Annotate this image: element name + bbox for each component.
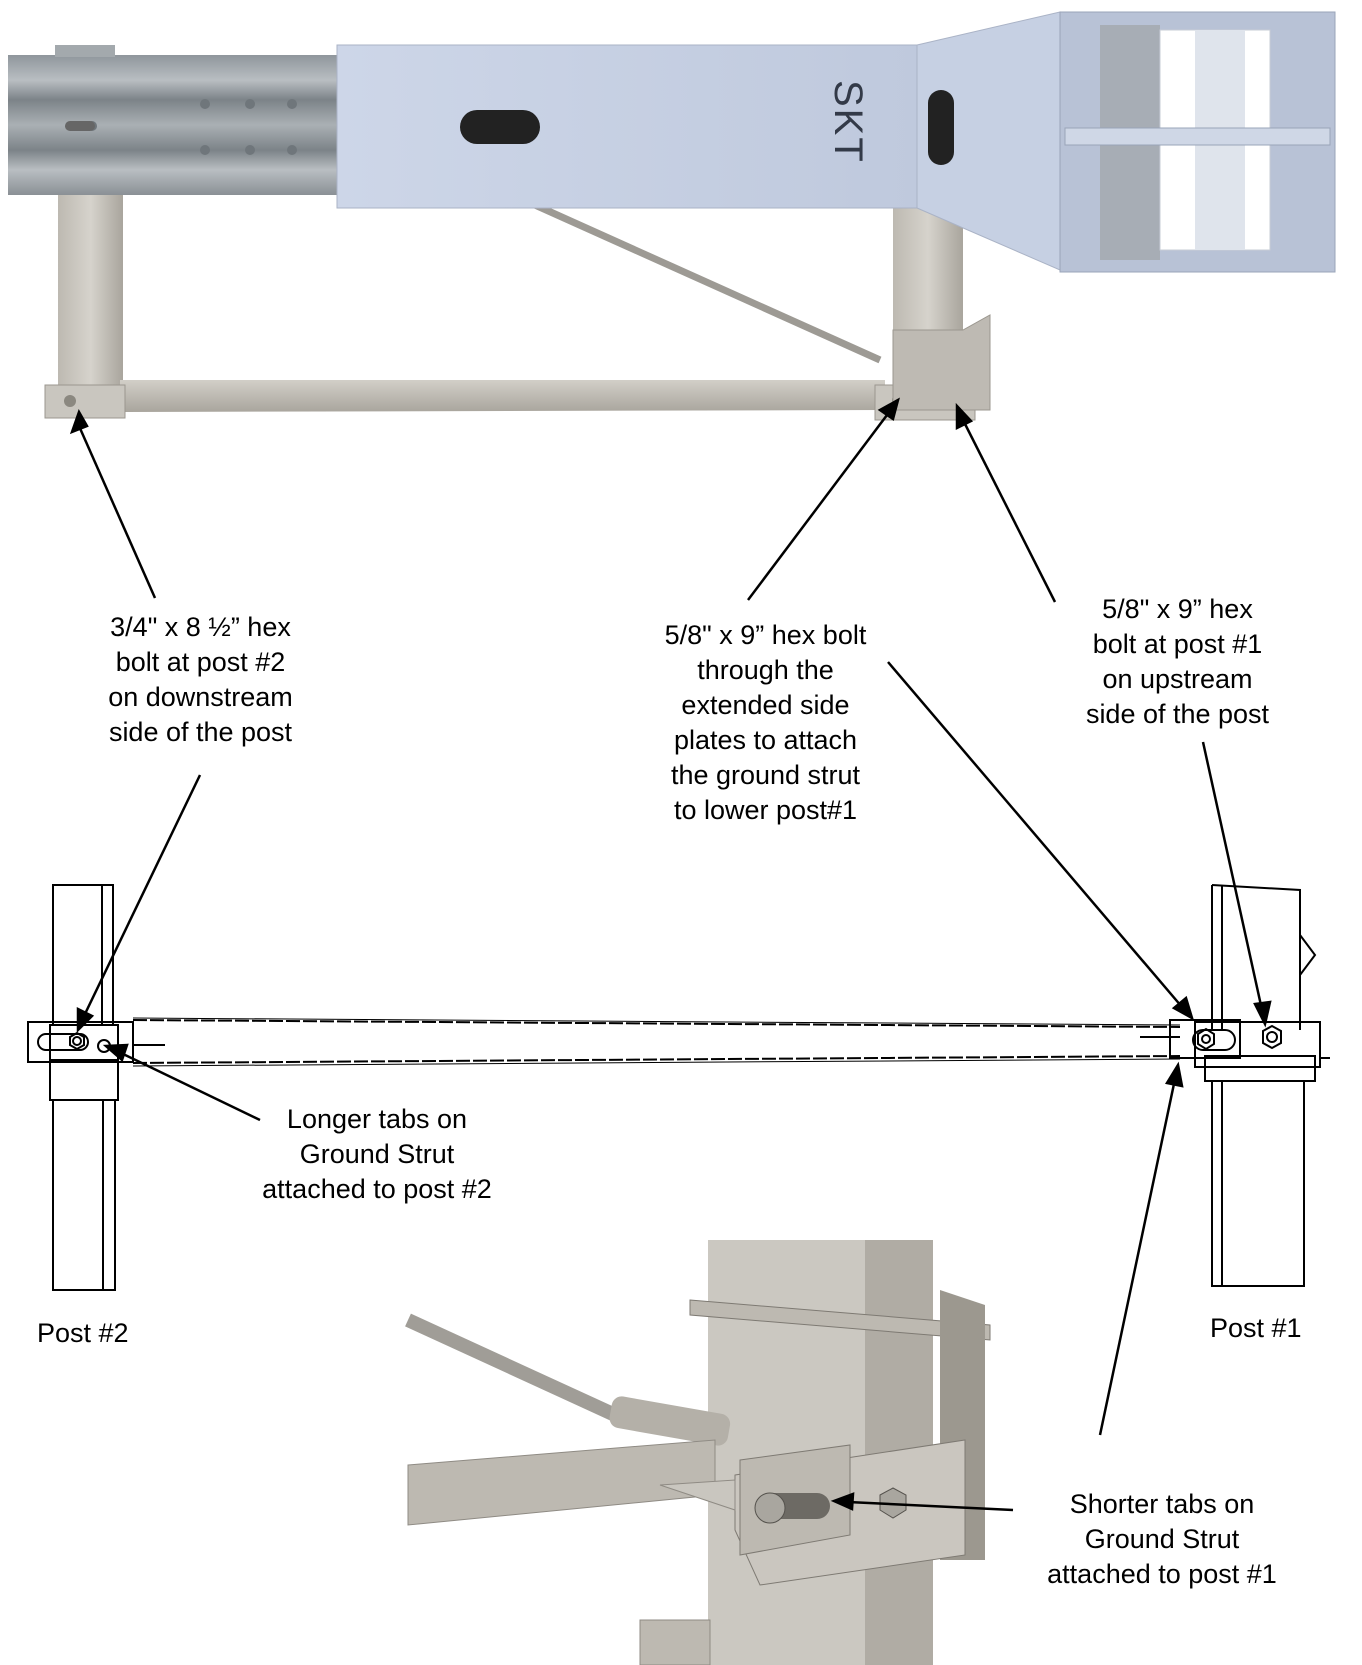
post-1-hex-bolt-b — [1262, 1024, 1282, 1050]
plan-drawing — [27, 884, 1330, 1291]
flare-slot — [928, 90, 954, 165]
callout-bolt-side-plates: 5/8" x 9” hex bolt through the extended … — [664, 620, 867, 825]
leader-arrows — [69, 397, 1272, 1512]
callout-bolt-post-2: 3/4" x 8 ½” hex bolt at post #2 on downs… — [108, 612, 293, 747]
post-2-outline — [49, 884, 119, 1291]
callout-longer-tabs: Longer tabs on Ground Strut attached to … — [262, 1104, 492, 1204]
post-2-slot — [37, 1033, 89, 1051]
post-2-render — [58, 195, 123, 390]
closeup-rod — [405, 1313, 618, 1422]
ground-strut-render — [120, 380, 885, 412]
skt-brand-text: SKT — [826, 80, 870, 164]
callout-shorter-tabs: Shorter tabs on Ground Strut attached to… — [1047, 1489, 1277, 1589]
closeup-strut — [407, 1439, 716, 1526]
w-beam-rail — [8, 55, 338, 195]
post-1-outline — [1194, 884, 1330, 1287]
callout-bolt-post-1: 5/8" x 9” hex bolt at post #1 on upstrea… — [1085, 594, 1270, 729]
top-render: SKT — [8, 11, 1336, 421]
post-1-bracket — [1169, 1019, 1241, 1059]
closeup-bolt-a — [754, 1492, 786, 1524]
post-1-hex-bolt-a — [1197, 1027, 1215, 1051]
post-1-slot — [1192, 1029, 1236, 1051]
panel-slot — [460, 110, 540, 144]
post-2-hex-bolt — [69, 1031, 85, 1051]
terminal-panel — [336, 44, 918, 209]
closeup-upper-strap — [689, 1299, 991, 1341]
cable-rod — [533, 201, 882, 364]
post-1-label: Post #1 — [1210, 1313, 1302, 1343]
ground-strut-plan — [132, 1017, 1181, 1067]
closeup-render — [405, 1240, 991, 1665]
post-2-label: Post #2 — [37, 1318, 129, 1348]
